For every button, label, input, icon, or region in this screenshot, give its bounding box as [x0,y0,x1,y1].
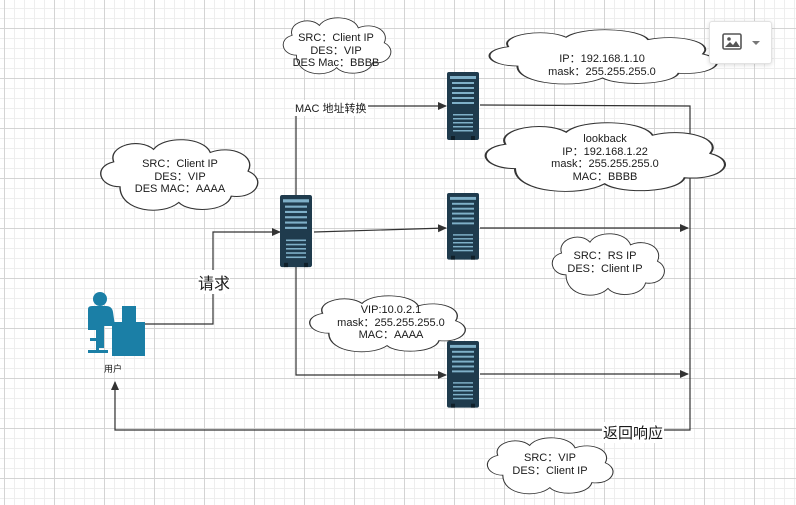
user-label: 用户 [104,364,123,374]
cloud-top-src-text: SRC：Client IP DES：VIP DES Mac：BBBB [292,32,380,69]
user-icon [88,292,145,356]
cloud-return-text: SRC：VIP DES：Client IP [512,452,588,477]
mac-translate-label: MAC 地址转换 [294,100,368,116]
server-rs3 [447,341,479,408]
request-label: 请求 [198,270,231,294]
lb-to-rs3-line [295,267,447,379]
server-rs1 [447,72,479,140]
server-load-balancer [280,195,312,268]
rs1-out-line [479,104,691,228]
return-response-label: 返回响应 [602,422,665,443]
connections [111,102,691,431]
return-line [111,228,691,431]
chevron-down-icon [752,41,760,45]
cloud-vip-text: VIP:10.0.2.1 mask：255.255.255.0 MAC：AAAA [337,304,445,341]
image-icon [722,33,742,50]
cloud-rs1-text: IP：192.168.1.10 mask：255.255.255.0 [548,53,656,78]
lb-to-rs1-line [295,102,447,195]
lb-to-rs2-line [313,224,447,233]
cloud-client-text: SRC：Client IP DES：VIP DES MAC：AAAA [134,158,226,195]
cloud-rs-reply-text: SRC：RS IP DES：Client IP [567,250,643,275]
image-options-button[interactable] [709,21,772,64]
cloud-lookback-text: lookback IP：192.168.1.22 mask：255.255.25… [551,133,659,183]
server-rs2 [447,193,479,260]
